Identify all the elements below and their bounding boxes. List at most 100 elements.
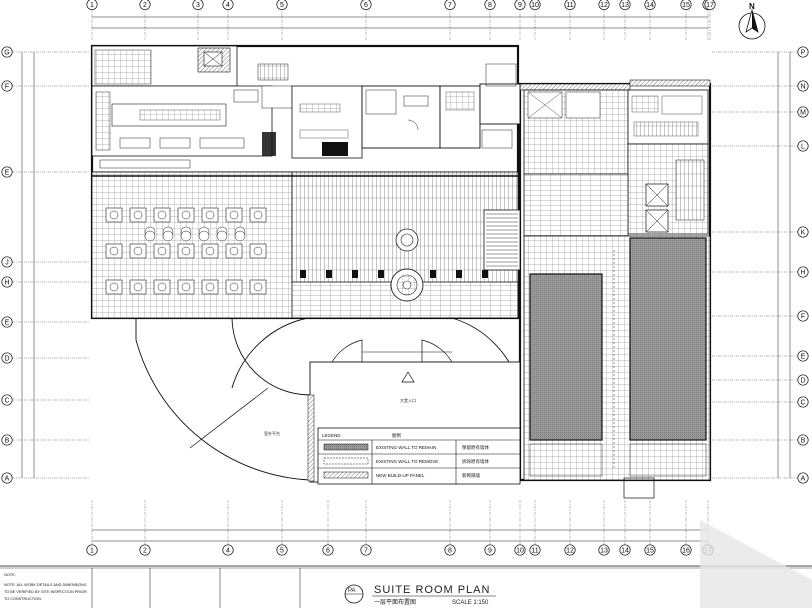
grid-bubble-right-N: N — [797, 80, 809, 92]
grid-bubble-left-H: H — [1, 276, 13, 288]
north-label: N — [749, 2, 755, 11]
grid-bubble-bottom-12: 12 — [564, 544, 576, 556]
grid-bubble-bottom-11: 11 — [529, 544, 541, 556]
grid-bubbles: 1234567891011121314151617124567891011121… — [1, 0, 809, 556]
legend-swatch-new — [323, 471, 369, 479]
staircase — [483, 209, 521, 271]
legend: LEGEND 图例 EXISTING WALL TO REMAIN 保留原有墙体… — [317, 427, 521, 485]
legend-row-3-en: NEW BUILD-UP PANEL — [376, 473, 425, 478]
grid-bubble-bottom-6: 6 — [322, 544, 334, 556]
table-set — [129, 279, 147, 295]
svg-text:A: A — [5, 475, 10, 482]
grid-bubble-bottom-8: 8 — [444, 544, 456, 556]
grid-bubble-top-2: 2 — [139, 0, 151, 11]
svg-text:15: 15 — [682, 2, 690, 9]
grid-bubble-bottom-7: 7 — [360, 544, 372, 556]
legend-row-1-cn: 保留原有墙体 — [462, 444, 489, 451]
grid-bubble-top-11: 11 — [564, 0, 576, 11]
planter — [378, 270, 384, 278]
svg-text:17: 17 — [706, 2, 714, 9]
svg-text:11: 11 — [531, 547, 538, 554]
table-set — [225, 243, 243, 259]
table-set — [234, 230, 246, 242]
table-set — [144, 230, 156, 242]
legend-header-right: 图例 — [392, 432, 401, 439]
grid-bubble-bottom-9: 9 — [484, 544, 496, 556]
kitchen-area — [91, 45, 363, 169]
grid-bubble-right-A: A — [797, 472, 809, 484]
planter — [482, 270, 488, 278]
north-arrow: N — [738, 2, 766, 40]
svg-text:6: 6 — [326, 547, 330, 554]
grid-bubble-bottom-14: 14 — [619, 544, 631, 556]
table-set — [201, 279, 219, 295]
table-set — [105, 207, 123, 223]
svg-text:F: F — [801, 313, 805, 320]
svg-text:B: B — [801, 437, 806, 444]
svg-text:K: K — [801, 229, 806, 236]
office-rooms — [361, 63, 521, 149]
grid-bubble-right-C: C — [797, 396, 809, 408]
grid-bubble-right-D: D — [797, 374, 809, 386]
plan-id: PA — [348, 588, 356, 594]
grid-bubble-bottom-10: 10 — [514, 544, 526, 556]
svg-text:M: M — [800, 109, 806, 116]
svg-text:12: 12 — [566, 547, 574, 554]
table-set — [198, 230, 210, 242]
planter — [352, 270, 358, 278]
note-line-1: NOTE: ALL WORK DETAILS AND DIMENSIONS — [4, 583, 87, 587]
svg-text:3: 3 — [196, 2, 200, 9]
legend-swatch-remove — [323, 457, 369, 465]
grid-bubble-bottom-15: 15 — [644, 544, 656, 556]
pool-areas — [529, 237, 707, 499]
svg-text:6: 6 — [364, 2, 368, 9]
grid-bubble-left-A: A — [1, 472, 13, 484]
table-set — [177, 207, 195, 223]
grid-bubble-right-B: B — [797, 434, 809, 446]
grid-bubble-left-F: F — [1, 80, 13, 92]
table-set — [216, 230, 228, 242]
svg-text:8: 8 — [488, 2, 492, 9]
grid-bubble-bottom-13: 13 — [598, 544, 610, 556]
table-set — [225, 279, 243, 295]
grid-bubble-top-10: 10 — [529, 0, 541, 11]
grid-bubble-left-B: B — [1, 434, 13, 446]
table-set — [249, 279, 267, 295]
grid-bubble-top-4: 4 — [222, 0, 234, 11]
svg-text:7: 7 — [364, 547, 368, 554]
planter — [456, 270, 462, 278]
legend-row-1-en: EXISTING WALL TO REMAIN — [376, 445, 436, 450]
note-line-2: TO BE VERIFIED BY SITE INSPECTION PRIOR — [4, 590, 87, 594]
svg-text:5: 5 — [280, 547, 284, 554]
legend-row-2-cn: 拆除原有墙体 — [462, 458, 489, 465]
table-set — [162, 230, 174, 242]
svg-text:E: E — [5, 169, 10, 176]
table-set — [180, 230, 192, 242]
svg-text:E: E — [5, 319, 10, 326]
svg-text:P: P — [801, 49, 806, 56]
svg-text:13: 13 — [621, 2, 629, 9]
drawing-subtitle: 一层平面布置图 — [374, 598, 416, 606]
planter — [300, 270, 306, 278]
svg-text:10: 10 — [531, 2, 539, 9]
terrace-label: 室外平台 — [264, 430, 280, 436]
grid-bubble-bottom-1: 1 — [86, 544, 98, 556]
legend-swatch-remain — [323, 443, 369, 451]
svg-text:14: 14 — [621, 547, 629, 554]
grid-bubble-left-E: E — [1, 316, 13, 328]
legend-header-left: LEGEND — [322, 433, 341, 438]
grid-bubble-right-K: K — [797, 226, 809, 238]
svg-text:1: 1 — [90, 547, 94, 554]
svg-text:4: 4 — [226, 547, 230, 554]
grid-bubble-left-E: E — [1, 166, 13, 178]
entrance-label: 大堂入口 — [400, 397, 416, 403]
table-set — [105, 279, 123, 295]
svg-text:11: 11 — [566, 2, 573, 9]
grid-bubble-bottom-16: 16 — [680, 544, 692, 556]
grid-bubble-top-3: 3 — [192, 0, 204, 11]
svg-text:C: C — [800, 399, 805, 406]
legend-row-2-en: EXISTING WALL TO REMOVE — [376, 459, 438, 464]
table-set — [201, 243, 219, 259]
grid-bubble-top-8: 8 — [484, 0, 496, 11]
